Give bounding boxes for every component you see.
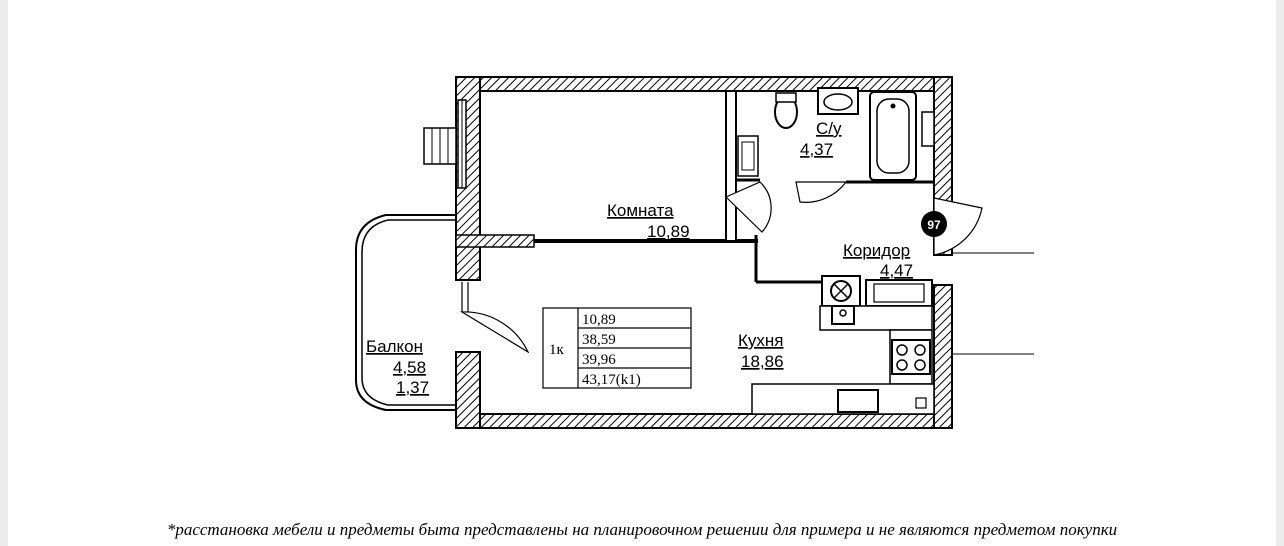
left-margin-bar	[0, 0, 8, 546]
wall-room-bath	[725, 90, 737, 242]
disclaimer-footnote: *расстановка мебели и предметы быта пред…	[166, 520, 1118, 539]
summary-type-cell: 1к	[549, 342, 565, 358]
kitchen-fixtures	[751, 275, 935, 415]
wall-right-lower	[933, 284, 953, 429]
wall-top	[455, 76, 953, 92]
balcony-name-label: Балкон	[366, 337, 423, 356]
marker-text: 97	[927, 218, 941, 232]
wall-room-kitchen	[455, 234, 535, 248]
room-labels: Комната 10,89 С/у 4,37 Коридор 4,47 Кухн…	[366, 119, 913, 397]
balcony-area-reduced-label: 1,37	[396, 378, 429, 397]
balcony-outline	[355, 214, 456, 411]
corridor-name-label: Коридор	[843, 241, 910, 260]
door-balcony	[459, 311, 530, 354]
summary-table: 1к 10,89 38,59 39,96 43,17(k1)	[542, 307, 692, 389]
towel-rail-icon	[921, 111, 935, 147]
stove-icon	[891, 339, 931, 375]
bathroom-fixtures	[737, 87, 935, 181]
doors	[459, 181, 983, 354]
summary-row: 38,59	[582, 332, 616, 348]
right-margin-bar	[1276, 0, 1284, 546]
interior-walls	[455, 90, 934, 284]
room-name-label: Комната	[607, 201, 674, 220]
room-area-label: 10,89	[647, 222, 690, 241]
window-room	[423, 99, 467, 189]
kitchen-area-label: 18,86	[741, 352, 784, 371]
door-entrance	[933, 197, 983, 256]
table-icon	[837, 389, 879, 413]
corridor-area-label: 4,47	[880, 261, 913, 280]
bathroom-name-label: С/у	[816, 119, 842, 138]
kitchen-name-label: Кухня	[738, 331, 784, 350]
wall-bottom	[455, 413, 953, 429]
summary-row: 39,96	[582, 352, 616, 368]
marker-badge: 97	[921, 211, 947, 237]
door-room	[724, 181, 772, 233]
summary-row: 43,17(k1)	[582, 372, 641, 388]
bathroom-area-label: 4,37	[800, 140, 833, 159]
balcony-area-label: 4,58	[393, 358, 426, 377]
wall-left-lower	[455, 351, 481, 429]
door-bath	[795, 181, 848, 203]
summary-row: 10,89	[582, 312, 616, 328]
